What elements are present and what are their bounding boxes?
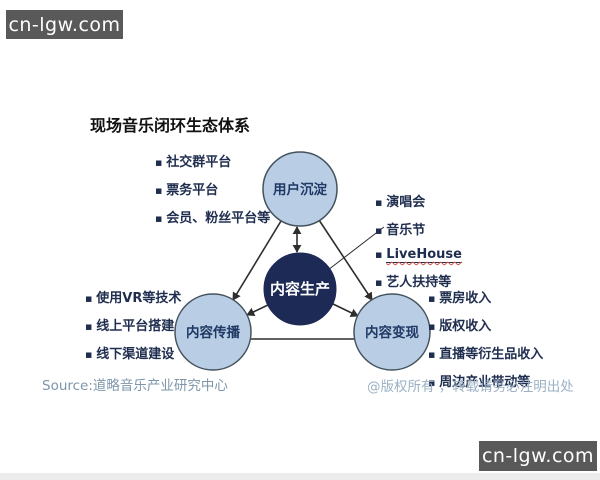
list-item: LiveHouse <box>375 247 462 263</box>
list-item: 会员、粉丝平台等 <box>155 207 270 226</box>
page-title: 现场音乐闭环生态体系 <box>90 116 251 135</box>
livehouse-text: LiveHouse <box>386 247 462 262</box>
copyright-note: @版权所有 ，转载请务必注明出处 <box>367 379 574 395</box>
production-forms-list: 演唱会 音乐节 LiveHouse 艺人扶持等 <box>375 191 462 299</box>
list-item: 票房收入 <box>428 287 543 306</box>
list-item: 直播等衍生品收入 <box>428 343 543 362</box>
arrow-production-to-monetize <box>332 303 359 317</box>
node-production-label: 内容生产 <box>270 280 330 298</box>
node-production-circle <box>263 252 337 326</box>
watermark-bottom-right: cn-lgw.com <box>479 441 597 471</box>
list-item: 演唱会 <box>375 191 462 210</box>
source-note: Source:道略音乐产业研究中心 <box>42 378 228 394</box>
arrow-production-to-spread <box>246 304 269 316</box>
list-item: 线上平台搭建 <box>85 315 181 334</box>
list-item: 周边产业带动等 <box>428 371 543 390</box>
node-user-label: 用户沉淀 <box>273 181 327 198</box>
spread-channels-list: 使用VR等技术 线上平台搭建 线下渠道建设 <box>85 287 181 371</box>
photo-edge-strip <box>0 473 600 480</box>
list-item: 社交群平台 <box>155 151 270 170</box>
list-item: 票务平台 <box>155 179 270 198</box>
list-item: 线下渠道建设 <box>85 343 181 362</box>
edge-user-to-spread <box>232 220 282 301</box>
edge-user-to-monetize <box>318 219 373 301</box>
list-item: 版权收入 <box>428 315 543 334</box>
watermark-top-left: cn-lgw.com <box>6 10 123 39</box>
list-item: 使用VR等技术 <box>85 287 181 306</box>
monetize-sources-list: 票房收入 版权收入 直播等衍生品收入 周边产业带动等 <box>428 287 543 399</box>
node-spread-label: 内容传播 <box>186 324 240 341</box>
node-monetize-label: 内容变现 <box>365 324 419 341</box>
list-item: 音乐节 <box>375 219 462 238</box>
user-platforms-list: 社交群平台 票务平台 会员、粉丝平台等 <box>155 151 270 235</box>
